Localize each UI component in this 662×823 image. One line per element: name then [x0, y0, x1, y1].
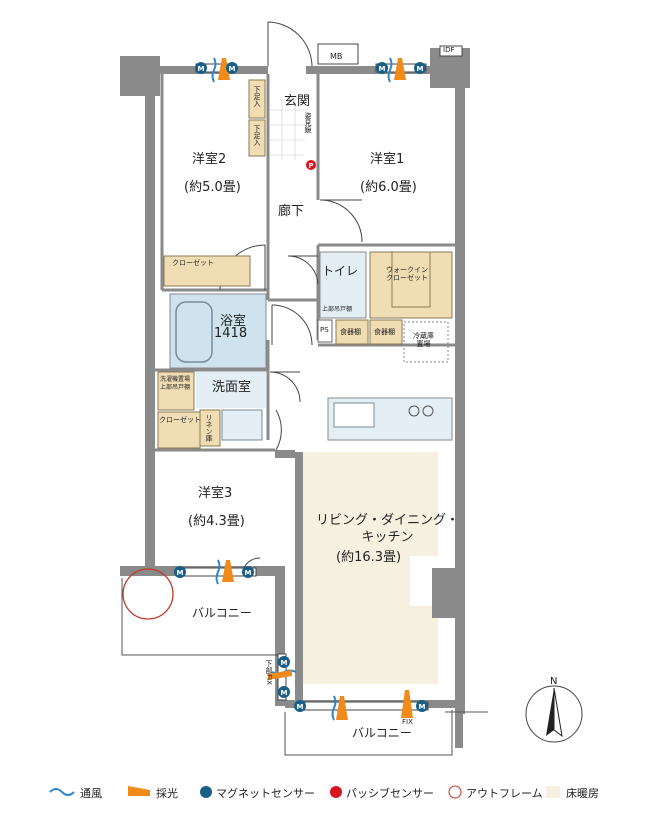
closet-room3-label: クローゼット — [159, 416, 201, 424]
legend-passive-icon — [330, 786, 342, 798]
sensor-m-4: M — [417, 65, 424, 73]
walkin-closet-area — [369, 251, 453, 319]
bathroom — [169, 293, 267, 369]
room3-label: 洋室3 — [198, 486, 233, 501]
passive-sensor-letter: P — [308, 162, 313, 170]
genkan-tiles — [270, 100, 305, 160]
sensor-m-10: M — [281, 689, 288, 697]
closets — [157, 79, 453, 449]
closet-room3 — [157, 411, 201, 449]
dish-shelf-2 — [369, 319, 403, 345]
sensor-m-2: M — [229, 65, 236, 73]
stove-icon — [408, 405, 434, 417]
linen-label: リネン庫 — [205, 414, 213, 442]
washer-cabinet — [157, 371, 195, 411]
mb-box — [317, 43, 359, 65]
north-label: N — [550, 676, 558, 687]
sensor-m-5: M — [177, 569, 184, 577]
balcony1-label: バルコニー — [192, 606, 252, 620]
legend-wave-icon — [49, 788, 75, 796]
linen-cabinet — [199, 409, 221, 447]
fix-side-label: 下部FIX — [265, 660, 273, 685]
fridge-space — [403, 321, 449, 363]
fix-label: FIX — [402, 718, 413, 726]
legend-ventilation-label: 通風 — [80, 787, 102, 800]
washer-label: 洗濯機置場 上部吊戸棚 — [160, 376, 191, 391]
sensor-m-3: M — [379, 65, 386, 73]
magnet-sensor-icon — [174, 62, 428, 712]
closet-room2-label: クローゼット — [172, 259, 214, 267]
idf-label: IDF — [443, 46, 455, 54]
bathtub — [175, 301, 213, 363]
daylight-icon — [218, 58, 413, 720]
shoe-cabinet-1 — [248, 79, 266, 119]
fridge-label: 冷蔵庫 置場 — [413, 332, 434, 348]
legend-magnet-icon — [200, 786, 212, 798]
sensor-m-8: M — [419, 703, 426, 711]
room1-size-label: (約6.0畳) — [360, 180, 417, 195]
washroom-label: 洗面室 — [212, 380, 252, 395]
interior-walls — [155, 74, 455, 452]
walkin-closet-label: ウォークイン クローゼット — [386, 266, 428, 282]
ps-box — [317, 319, 333, 343]
ps-label: PS — [320, 326, 329, 334]
compass-icon — [525, 685, 583, 743]
mirror-label: 姿見鏡 — [304, 112, 312, 133]
sensor-m-9: M — [281, 659, 288, 667]
closet-room2 — [163, 255, 251, 287]
sensor-m-1: M — [198, 65, 205, 73]
outframe-icon — [122, 568, 174, 620]
dish-shelf-1-label: 食器棚 — [340, 328, 361, 336]
room1-label: 洋室1 — [370, 152, 405, 167]
legend-floor-heating-label: 床暖房 — [566, 787, 599, 800]
hallway-label: 廊下 — [278, 204, 305, 219]
sensor-m-6: M — [245, 569, 252, 577]
legend-outframe-label: アウトフレーム — [466, 787, 543, 800]
walkin-rail — [391, 251, 431, 308]
sensor-m-7: M — [297, 703, 304, 711]
washroom-floor — [196, 372, 266, 408]
room2-size-label: (約5.0畳) — [184, 180, 241, 195]
ldk-label: リビング・ダイニング・ キッチン — [316, 513, 460, 545]
toilet-shelf-label: 上部吊戸棚 — [322, 306, 353, 313]
idf-box — [439, 45, 463, 57]
toilet-room — [319, 251, 367, 319]
bath-label: 浴室 — [220, 314, 247, 329]
room-genkan-label: 玄関 — [284, 94, 311, 109]
room2-label: 洋室2 — [192, 152, 227, 167]
bath-size-label: 1418 — [214, 326, 248, 341]
room3-size-label: (約4.3畳) — [188, 514, 245, 529]
shoe-cabinet-2 — [248, 119, 266, 157]
legend-daylight-icon — [128, 786, 150, 796]
legend-outframe-icon — [448, 785, 462, 799]
legend-magnet-label: マグネットセンサー — [216, 787, 315, 800]
toilet-label: トイレ — [322, 264, 359, 278]
balcony2-label: バルコニー — [352, 726, 412, 740]
shoe-cabinet-1-label: 下足入 — [253, 86, 261, 107]
shoe-cabinet-2-label: 下足入 — [253, 125, 261, 146]
passive-sensor-icon — [306, 160, 316, 170]
dish-shelf-2-label: 食器棚 — [374, 328, 395, 336]
dish-shelf-1 — [335, 319, 369, 345]
kitchen-sink — [333, 402, 375, 428]
mb-label: MB — [330, 52, 343, 61]
balcony-rails — [121, 578, 488, 756]
legend-floor-heating-icon — [546, 786, 560, 798]
ldk-size-label: (約16.3畳) — [336, 550, 402, 565]
sink — [221, 409, 263, 441]
legend-daylight-label: 採光 — [156, 787, 178, 800]
legend-passive-label: パッシブセンサー — [346, 787, 434, 800]
